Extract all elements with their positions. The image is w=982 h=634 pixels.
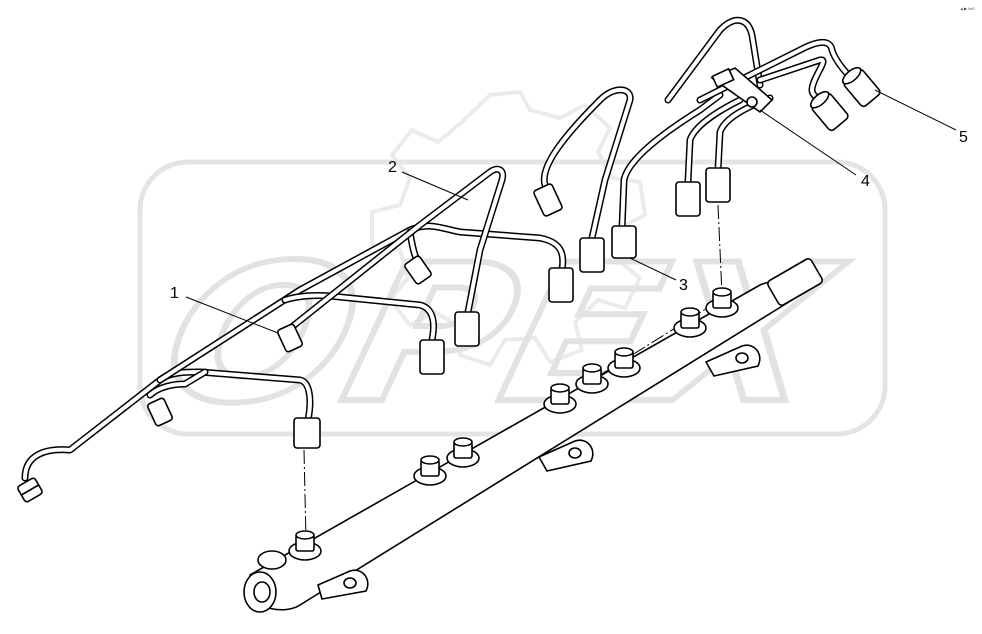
clamp-4 [710, 67, 774, 114]
pipe-2 [284, 165, 507, 334]
callout-3: 3 [679, 277, 688, 294]
leader-lines [185, 89, 957, 334]
callouts: 1 2 3 4 5 [170, 129, 968, 302]
nut [293, 417, 321, 449]
nut [841, 66, 881, 108]
callout-2: 2 [388, 159, 397, 176]
nut [533, 183, 563, 217]
rail-ports [257, 287, 739, 570]
nut [579, 237, 605, 273]
fuel-rail [243, 258, 823, 613]
nut [146, 397, 174, 427]
nut [404, 255, 432, 285]
watermark-gear [370, 89, 648, 368]
nut [17, 477, 43, 503]
rail-connector [767, 258, 823, 306]
nut [548, 267, 574, 303]
nut [276, 323, 304, 353]
callout-5: 5 [959, 129, 968, 146]
watermark-text: OPEX [144, 224, 858, 446]
callout-4: 4 [861, 173, 870, 190]
nut [419, 339, 445, 375]
callout-1: 1 [170, 285, 179, 302]
pipe-nuts [17, 66, 881, 503]
nut [675, 181, 701, 217]
watermark: OPEX [137, 89, 888, 448]
nut [454, 311, 480, 347]
nut [809, 90, 849, 132]
rail-brackets [317, 344, 761, 600]
nut [705, 167, 731, 203]
corner-mark: ▲▶ 0x0 [960, 6, 975, 11]
pipe-3 [540, 17, 774, 242]
nut [611, 225, 637, 259]
